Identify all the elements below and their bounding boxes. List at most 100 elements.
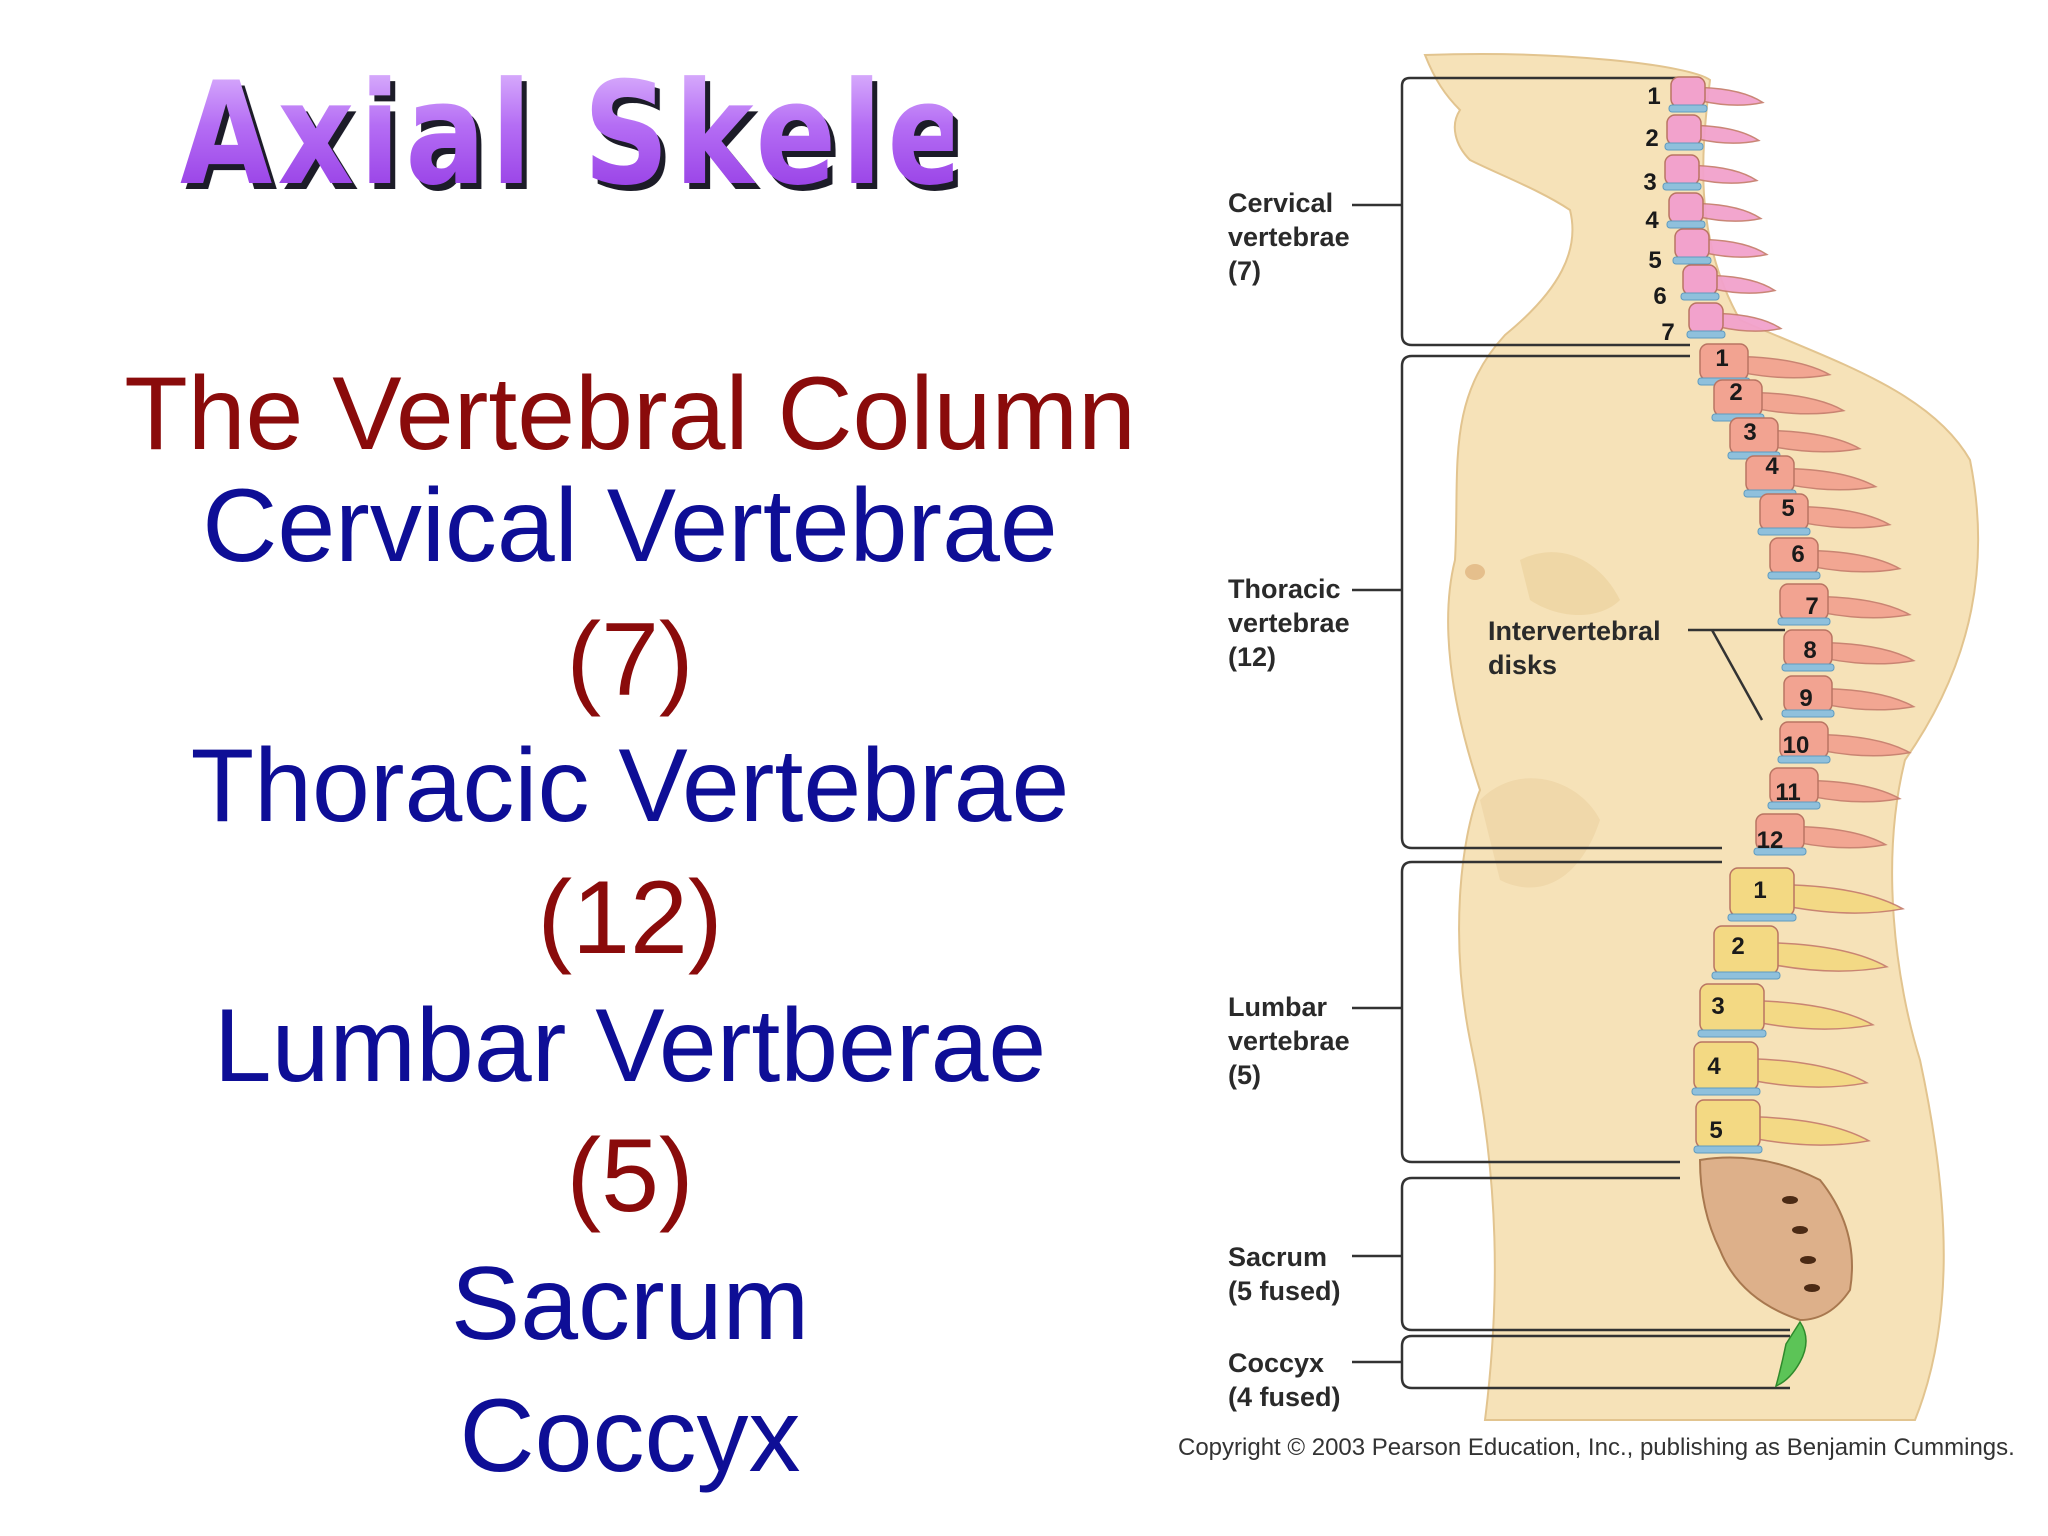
lumbar-label-line3: (5) — [1228, 1060, 1261, 1090]
thoracic-number-7: 7 — [1805, 593, 1818, 620]
cervical-number-1: 1 — [1647, 83, 1660, 110]
thoracic-label-line1: Thoracic — [1228, 574, 1341, 604]
thoracic-bracket — [1400, 354, 1722, 850]
cervical-label: Cervical vertebrae (7) — [1228, 186, 1350, 288]
thoracic-label-line3: (12) — [1228, 642, 1277, 672]
thoracic-disk-8 — [1781, 663, 1835, 672]
cervical-heading: Cervical Vertebrae — [202, 468, 1058, 584]
thoracic-process-7 — [1822, 595, 1912, 619]
thoracic-disk-12 — [1753, 847, 1807, 856]
lumbar-number-5: 5 — [1709, 1117, 1722, 1144]
thoracic-disk-6 — [1767, 571, 1821, 580]
thoracic-process-6 — [1812, 549, 1902, 573]
thoracic-process-2 — [1756, 391, 1846, 415]
cervical-number-4: 4 — [1645, 207, 1659, 234]
cervical-disk-7 — [1686, 330, 1726, 339]
thoracic-disk-9 — [1781, 709, 1835, 718]
lumbar-number-3: 3 — [1711, 993, 1724, 1020]
cervical-disk-6 — [1680, 292, 1720, 301]
sacrum-heading: Sacrum — [450, 1246, 810, 1362]
cervical-number-7: 7 — [1661, 319, 1674, 346]
abdomen-shading — [1480, 778, 1600, 888]
lumbar-bracket — [1400, 860, 1722, 1164]
sacral-foramen-3 — [1800, 1256, 1816, 1264]
thoracic-process-11 — [1812, 779, 1902, 803]
cervical-vertebra-2 — [1666, 114, 1702, 146]
thoracic-number-1: 1 — [1715, 345, 1728, 372]
cervical-count: (7) — [566, 602, 694, 718]
body-shading — [1520, 552, 1620, 615]
lumbar-heading: Lumbar Vertberae — [213, 988, 1047, 1104]
thoracic-count: (12) — [537, 860, 723, 976]
thoracic-number-2: 2 — [1729, 379, 1742, 406]
cervical-number-3: 3 — [1643, 169, 1656, 196]
coccyx-heading: Coccyx — [459, 1378, 801, 1494]
sacrum-label: Sacrum (5 fused) — [1228, 1240, 1341, 1308]
lumbar-number-4: 4 — [1707, 1053, 1721, 1080]
lumbar-process-5 — [1752, 1116, 1871, 1146]
thoracic-process-12 — [1798, 825, 1888, 849]
lumbar-number-1: 1 — [1753, 877, 1766, 904]
thoracic-number-9: 9 — [1799, 685, 1812, 712]
thoracic-number-5: 5 — [1781, 495, 1794, 522]
cervical-disk-2 — [1664, 142, 1704, 151]
cervical-vertebra-4 — [1668, 192, 1704, 224]
thoracic-number-12: 12 — [1757, 827, 1784, 854]
thoracic-number-3: 3 — [1743, 419, 1756, 446]
cervical-bracket — [1400, 76, 1695, 347]
sacral-foramen-4 — [1804, 1284, 1820, 1292]
thoracic-disk-11 — [1767, 801, 1821, 810]
thoracic-number-6: 6 — [1791, 541, 1804, 568]
thoracic-label: Thoracic vertebrae (12) — [1228, 572, 1350, 674]
sacral-foramen-2 — [1792, 1226, 1808, 1234]
sacrum-bracket — [1400, 1176, 1790, 1332]
lumbar-label: Lumbar vertebrae (5) — [1228, 990, 1350, 1092]
lumbar-disk-2 — [1711, 971, 1781, 980]
coccyx-label: Coccyx (4 fused) — [1228, 1346, 1341, 1414]
cervical-vertebra-3 — [1664, 154, 1700, 186]
thoracic-process-3 — [1772, 429, 1862, 453]
slide-title: Axial Skeleton — [180, 50, 1207, 220]
cervical-process-2 — [1696, 124, 1761, 144]
coccyx-label-line1: Coccyx — [1228, 1348, 1325, 1378]
thoracic-number-4: 4 — [1765, 453, 1779, 480]
thoracic-process-4 — [1788, 467, 1878, 491]
cervical-vertebra-6 — [1682, 264, 1718, 296]
cervical-process-6 — [1712, 274, 1777, 294]
lumbar-process-3 — [1756, 1000, 1875, 1030]
lumbar-disk-1 — [1727, 913, 1797, 922]
intervertebral-disks-label: Intervertebral disks — [1488, 614, 1661, 682]
lumbar-count: (5) — [566, 1118, 694, 1234]
thoracic-label-line2: vertebrae — [1228, 608, 1350, 638]
thoracic-vertebra-7 — [1779, 583, 1829, 621]
lumbar-process-1 — [1786, 884, 1905, 914]
thoracic-process-8 — [1826, 641, 1916, 665]
cervical-disk-4 — [1666, 220, 1706, 229]
cervical-disk-3 — [1662, 182, 1702, 191]
cervical-vertebra-5 — [1674, 228, 1710, 260]
lumbar-vertebra-4 — [1693, 1041, 1759, 1091]
disk-pointer-2 — [1710, 629, 1764, 721]
thoracic-disk-10 — [1777, 755, 1831, 764]
lumbar-vertebra-2 — [1713, 925, 1779, 975]
thoracic-process-1 — [1742, 355, 1832, 379]
sacral-foramen-1 — [1782, 1196, 1798, 1204]
vertebral-column-heading: The Vertebral Column — [124, 356, 1136, 472]
lumbar-label-line2: vertebrae — [1228, 1026, 1350, 1056]
lumbar-number-2: 2 — [1731, 933, 1744, 960]
thoracic-number-8: 8 — [1803, 637, 1816, 664]
disks-label-line2: disks — [1488, 650, 1558, 680]
cervical-process-7 — [1718, 312, 1783, 332]
lumbar-disk-3 — [1697, 1029, 1767, 1038]
cervical-process-4 — [1698, 202, 1763, 222]
sacrum-bone — [1698, 1156, 1853, 1322]
cervical-vertebra-7 — [1688, 302, 1724, 334]
lumbar-disk-5 — [1693, 1145, 1763, 1154]
cervical-process-5 — [1704, 238, 1769, 258]
lumbar-vertebra-5 — [1695, 1099, 1761, 1149]
sacrum-label-line2: (5 fused) — [1228, 1276, 1341, 1306]
cervical-number-2: 2 — [1645, 125, 1658, 152]
cervical-vertebra-1 — [1670, 76, 1706, 108]
